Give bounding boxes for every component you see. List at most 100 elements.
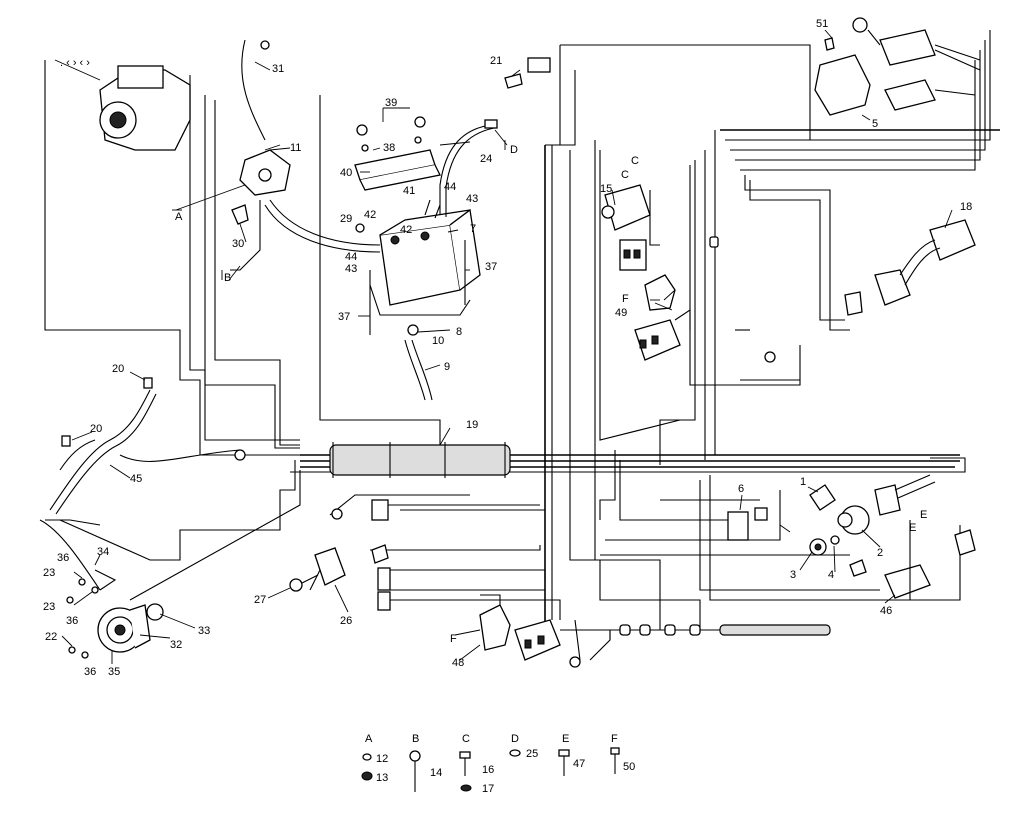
bracket-46 [884, 520, 976, 600]
battery-holddown [354, 116, 441, 191]
legend-A-letter: A [365, 733, 373, 745]
legend-E-item-47: 47 [573, 758, 585, 770]
label-11: 11 [290, 142, 301, 154]
connector-letters: A B C C D F F E E [172, 140, 927, 645]
svg-text:. ‹ › ‹ ›: . ‹ › ‹ › [60, 57, 90, 69]
legend-F-item-50: 50 [623, 761, 635, 773]
connector-D: D [510, 144, 518, 156]
part-4 [830, 535, 840, 545]
relay-49 [634, 274, 691, 361]
part-29 [355, 223, 365, 233]
label-21: 21 [490, 55, 502, 67]
label-37b: 37 [338, 311, 350, 323]
label-1: 1 [800, 476, 806, 488]
connector-A: A [175, 211, 183, 223]
label-23a: 23 [43, 567, 55, 579]
cable-24 [264, 119, 498, 253]
label-9: 9 [444, 361, 450, 373]
legend-C-item-16: 16 [482, 764, 494, 776]
connector-right [874, 474, 936, 516]
legend-D-item-25: 25 [526, 748, 538, 760]
label-49: 49 [615, 307, 627, 319]
part-number-labels: 31 11 51 5 18 21 39 38 40 24 41 44 43 42… [43, 18, 972, 678]
module-5 [814, 17, 981, 116]
inline-fuses [610, 236, 831, 636]
legend-A-item-13: 13 [376, 772, 388, 784]
legend-C-item-17: 17 [482, 783, 494, 795]
label-15: 15 [600, 183, 612, 195]
switch-15 [601, 184, 660, 271]
alternator: . ‹ › ‹ › [54, 57, 191, 151]
label-48: 48 [452, 657, 464, 669]
label-20b: 20 [90, 423, 102, 435]
label-35: 35 [108, 666, 120, 678]
left-connectors [234, 351, 776, 668]
harness-sleeve [329, 442, 511, 478]
harness-45 [45, 377, 241, 526]
legend-B-letter: B [412, 733, 419, 745]
label-39: 39 [385, 97, 397, 109]
label-43b: 43 [345, 263, 357, 275]
label-40: 40 [340, 167, 352, 179]
label-33: 33 [198, 625, 210, 637]
label-23b: 23 [43, 601, 55, 613]
label-42b: 42 [400, 224, 412, 236]
connector-E1: E [909, 522, 916, 534]
label-2: 2 [877, 547, 883, 559]
label-36c: 36 [84, 666, 96, 678]
label-4: 4 [828, 569, 834, 581]
label-38: 38 [383, 142, 395, 154]
label-27: 27 [254, 594, 266, 606]
connector-C2: C [621, 169, 629, 181]
label-7: 7 [470, 223, 476, 235]
label-45: 45 [130, 473, 142, 485]
part-30 [231, 204, 249, 225]
label-18: 18 [960, 201, 972, 213]
part-small [849, 559, 867, 577]
label-22: 22 [45, 631, 57, 643]
connector-F1: F [622, 293, 629, 305]
label-32: 32 [170, 639, 182, 651]
battery [369, 208, 481, 401]
label-29: 29 [340, 213, 352, 225]
part-1 [809, 484, 836, 511]
legend-C-letter: C [462, 733, 470, 745]
part-3 [809, 538, 827, 556]
connector-F2: F [450, 633, 457, 645]
label-43a: 43 [466, 193, 478, 205]
label-6: 6 [738, 483, 744, 495]
label-36a: 36 [57, 552, 69, 564]
label-30: 30 [232, 238, 244, 250]
label-44b: 44 [345, 251, 357, 263]
part-2 [837, 505, 870, 535]
part-6 [727, 507, 768, 541]
label-31: 31 [272, 63, 284, 75]
legend-A-item-12: 12 [376, 753, 388, 765]
label-19: 19 [466, 419, 478, 431]
label-5: 5 [872, 118, 878, 130]
label-34: 34 [97, 546, 109, 558]
legend: A 12 13 B 14 C 16 17 D 25 E 47 F 50 [361, 733, 635, 795]
label-46: 46 [880, 605, 892, 617]
label-37a: 37 [485, 261, 497, 273]
label-44a: 44 [444, 181, 456, 193]
label-26: 26 [340, 615, 352, 627]
leader-lines [61, 29, 953, 664]
legend-D-letter: D [511, 733, 519, 745]
legend-B-item-14: 14 [430, 767, 442, 779]
bolts [66, 569, 117, 659]
label-3: 3 [790, 569, 796, 581]
connector-B: B [224, 272, 231, 284]
label-8: 8 [456, 326, 462, 338]
label-10: 10 [432, 335, 444, 347]
starter-motor [39, 519, 164, 653]
relay-48 [479, 604, 561, 661]
label-41: 41 [403, 185, 415, 197]
main-harness [44, 30, 1000, 666]
connector-E2: E [920, 509, 927, 521]
regulator-18 [844, 219, 976, 316]
label-51: 51 [816, 18, 828, 30]
label-24: 24 [480, 153, 492, 165]
connector-21 [504, 57, 551, 89]
